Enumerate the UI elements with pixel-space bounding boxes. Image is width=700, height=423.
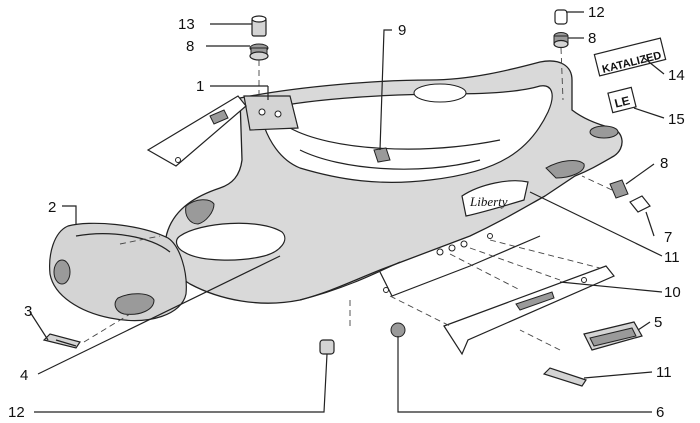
label-12: 12 — [8, 404, 25, 421]
label-11: 11 — [656, 364, 672, 381]
label-8a: 8 — [186, 38, 194, 55]
side-bar-part-10 — [443, 265, 615, 356]
clip-part-12 — [319, 339, 335, 355]
label-16: 14 — [668, 67, 685, 84]
label-8c: 8 — [660, 155, 668, 172]
svg-text:LE: LE — [613, 93, 631, 110]
reflector-part-5 — [583, 321, 643, 351]
label-3: 3 — [24, 303, 32, 320]
grommet-part-6 — [390, 322, 406, 338]
left-flap-panel — [146, 95, 247, 167]
label-1: 1 — [196, 78, 204, 95]
label-15: 13 — [178, 16, 195, 33]
label-7: 7 — [664, 229, 672, 246]
label-13: 11 — [664, 249, 680, 266]
screw-part-3 — [42, 333, 81, 349]
cap-part-14 — [554, 9, 568, 25]
grommet-part-8c — [609, 179, 629, 199]
label-5: 5 — [654, 314, 662, 331]
grommet-part-8a — [249, 43, 269, 61]
liberty-logo: Liberty — [469, 194, 508, 209]
decal-katalized: KATALIZED — [593, 37, 667, 77]
label-4: 4 — [20, 367, 28, 384]
grommet-part-8b — [553, 32, 569, 49]
leader-lines — [29, 11, 665, 413]
cap-part-15 — [251, 15, 267, 37]
spacer-part-7 — [629, 195, 651, 213]
body-shell: Liberty — [164, 60, 623, 304]
callout-numbers: 13 8 1 9 12 8 14 15 8 7 11 10 5 11 6 12 … — [8, 4, 685, 421]
label-17: 15 — [668, 111, 685, 128]
screw-part-11 — [542, 367, 587, 387]
label-2: 2 — [48, 199, 56, 216]
label-6: 6 — [656, 404, 664, 421]
label-8b: 8 — [588, 30, 596, 47]
label-9: 9 — [398, 22, 406, 39]
decal-le: LE — [607, 86, 637, 114]
label-14: 12 — [588, 4, 605, 21]
label-10: 10 — [664, 284, 681, 301]
assembly-dashed-lines — [83, 47, 613, 351]
front-panel-part-2 — [49, 222, 187, 322]
